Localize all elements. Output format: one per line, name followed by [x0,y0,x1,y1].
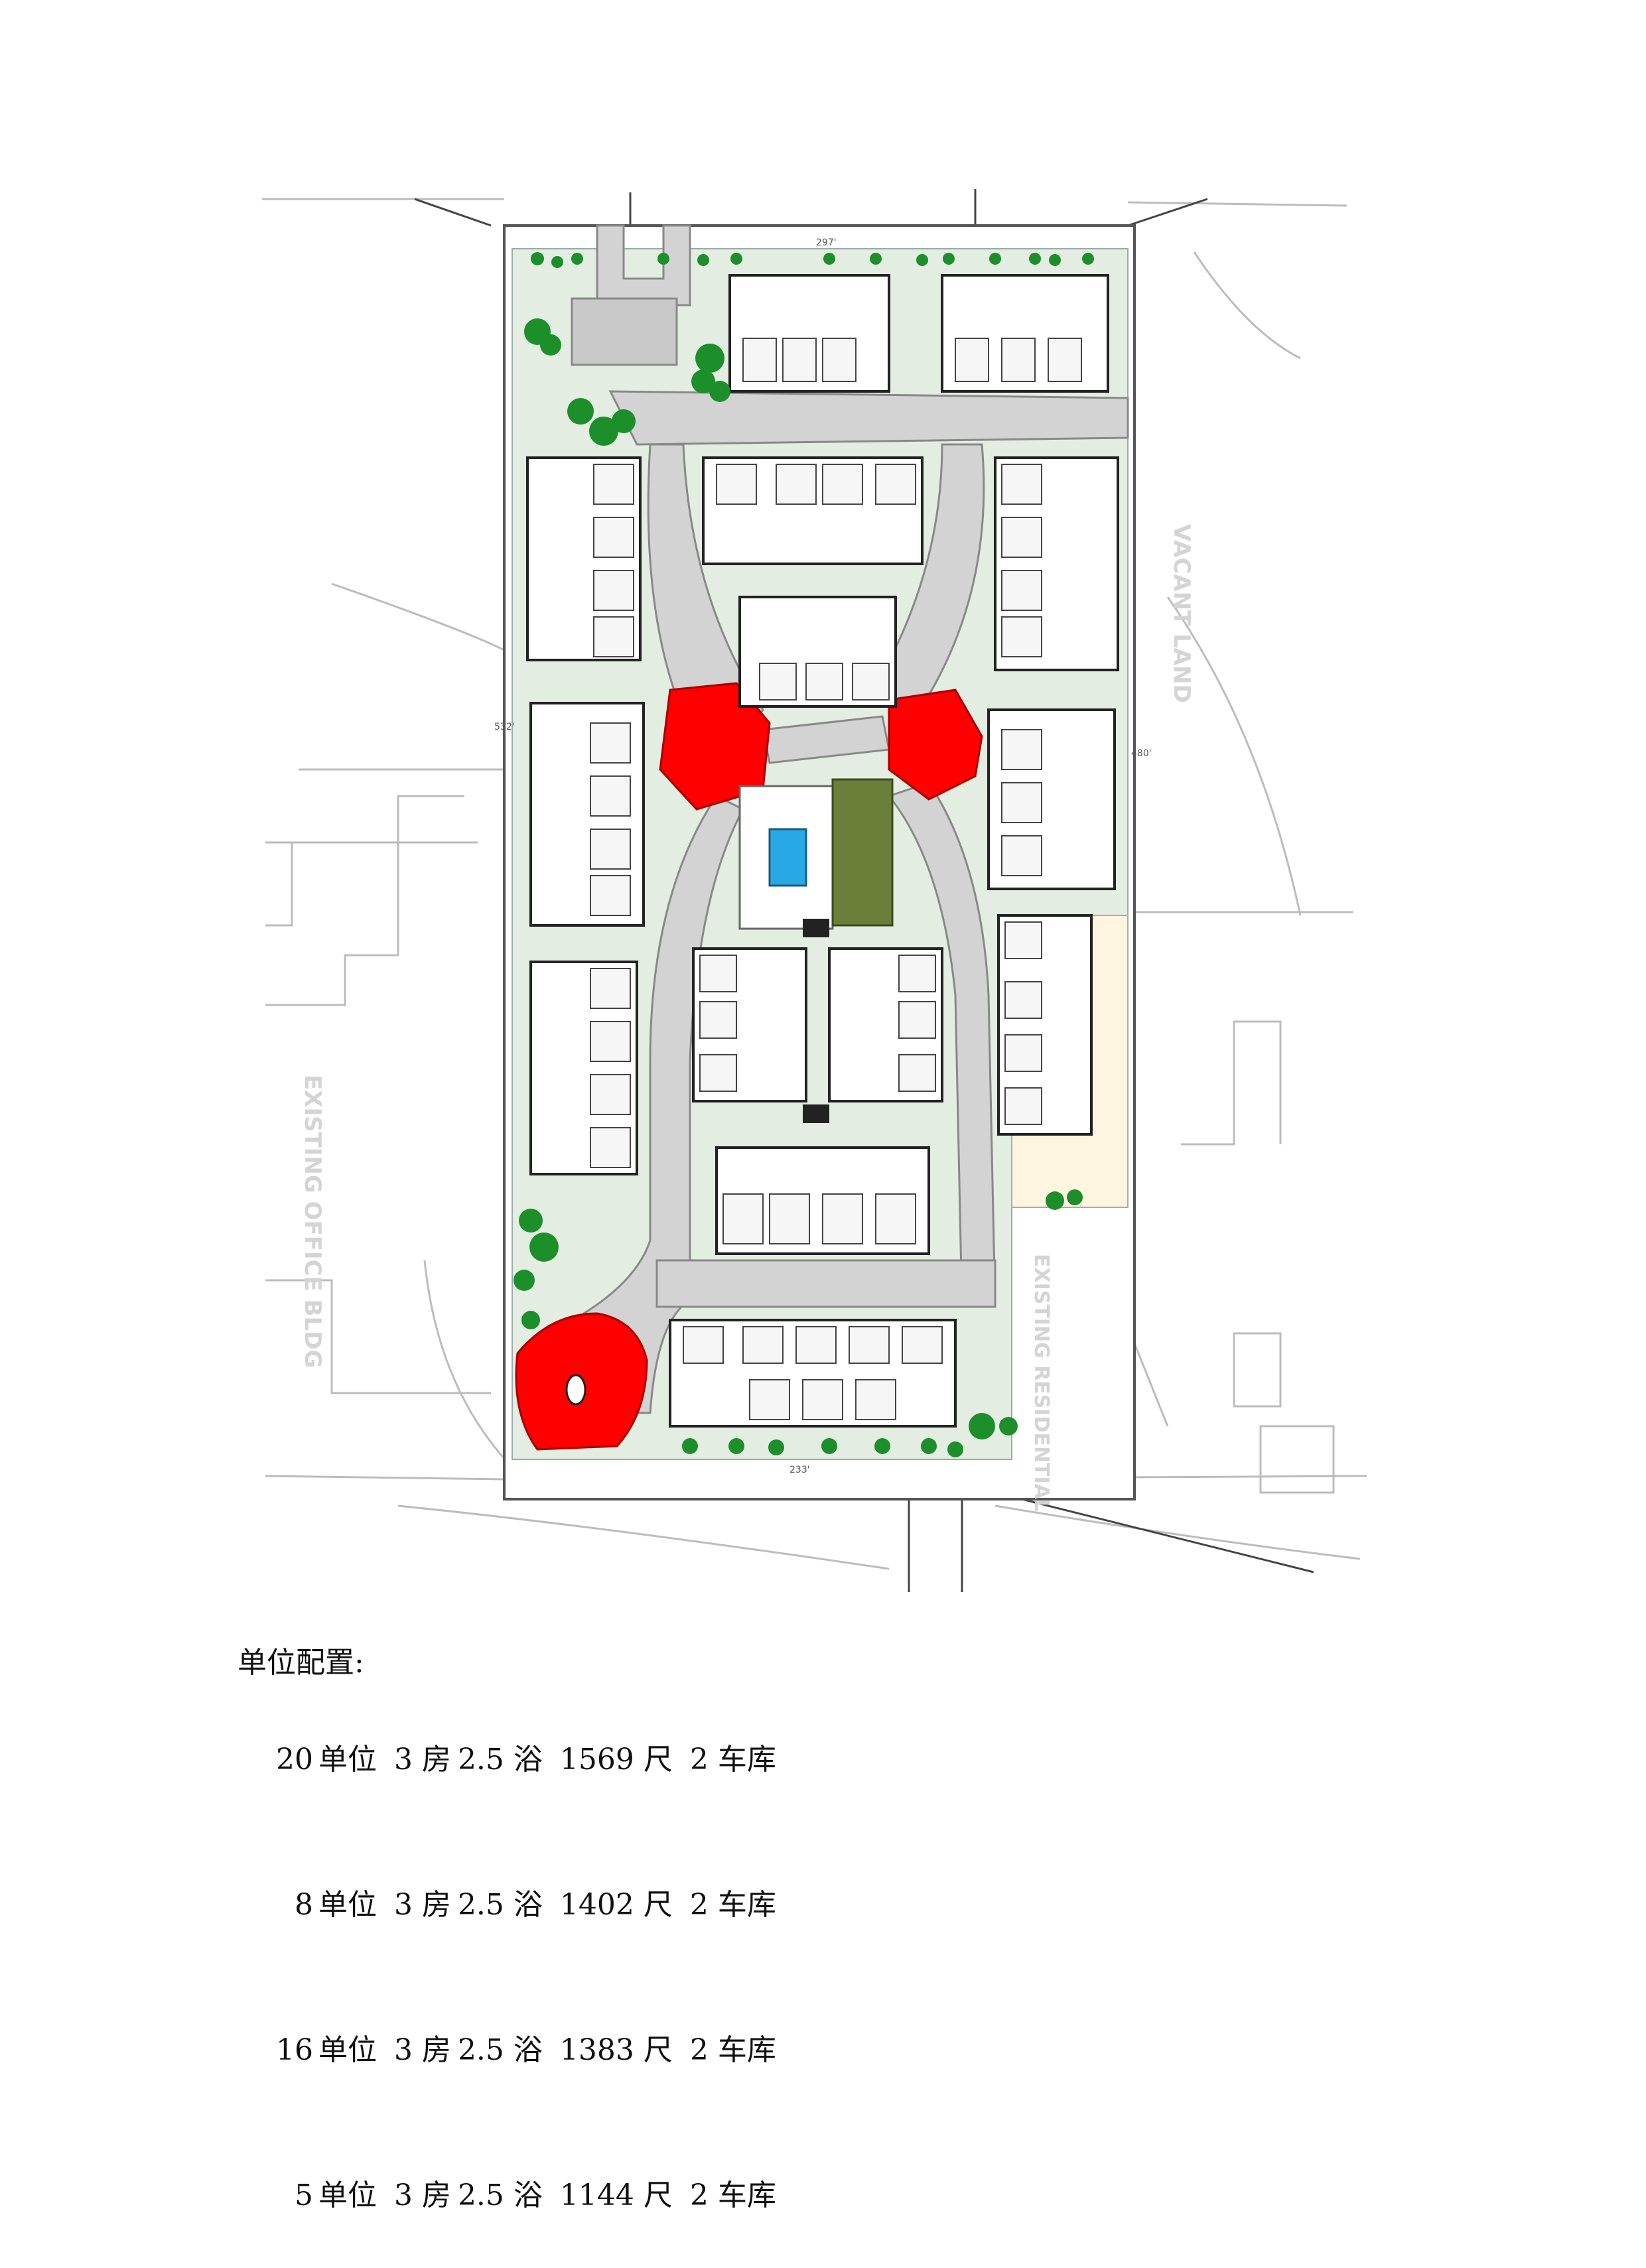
unit-word: 单位 [318,1888,377,1922]
garage: 2 车库 [689,1743,776,1776]
residential-label: EXISTING RESIDENTIAL [1030,1254,1053,1512]
unit-count: 5 [294,2178,313,2212]
unit-word: 单位 [318,1743,377,1776]
unit-size: 1402 尺 [559,1888,673,1922]
vacant-land-label: VACANT LAND [1168,524,1195,703]
site-plan-drawing: VACANT LAND EXISTING OFFICE BLDG EXISTIN… [262,189,1367,1592]
unit-size: 1569 尺 [559,1743,673,1776]
dim-label-top: 297' [816,237,837,248]
unit-count: 8 [294,1888,313,1922]
unit-config-title: 单位配置: [238,1646,364,1680]
unit-size: 1383 尺 [559,2033,673,2067]
townhome-buildings [526,274,1119,1428]
context-dark-lines [414,189,1314,1592]
dim-label-left: 532' [494,722,515,732]
bathrooms: 2.5 浴 [457,2178,543,2212]
bedrooms: 3 房 [393,1888,451,1922]
office-bldg-label: EXISTING OFFICE BLDG [299,1075,326,1368]
bathrooms: 2.5 浴 [457,1888,543,1922]
gate-marker [803,1104,829,1123]
bathrooms: 2.5 浴 [457,2033,543,2067]
bedrooms: 3 房 [393,2178,451,2212]
green-lawn [831,778,894,927]
unit-word: 单位 [318,2033,377,2067]
bathrooms: 2.5 浴 [457,1743,543,1776]
bedrooms: 3 房 [393,1743,451,1776]
unit-size: 1144 尺 [559,2178,673,2212]
unit-word: 单位 [318,2178,377,2212]
turnaround-island [565,1374,586,1406]
garage: 2 车库 [689,1888,776,1922]
bedrooms: 3 房 [393,2033,451,2067]
pool [768,828,807,887]
unit-count: 16 [275,2033,313,2067]
dim-label-bottom: 233' [789,1465,810,1475]
trees [514,252,1094,1457]
dim-label-right: 480' [1131,748,1152,759]
garage: 2 车库 [689,2178,776,2212]
unit-footprints [590,338,1082,1420]
unit-count: 20 [275,1743,313,1776]
gate-marker [803,919,829,937]
garage: 2 车库 [689,2033,776,2067]
